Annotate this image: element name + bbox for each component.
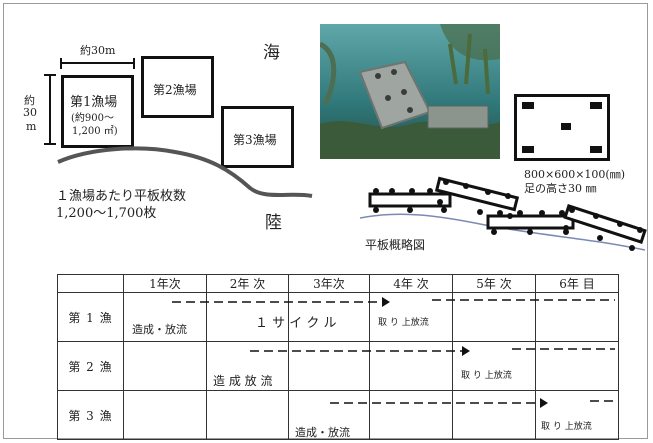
height-dimension xyxy=(44,74,56,145)
row1-year1: 造成・放流 xyxy=(123,292,207,342)
row3-year4 xyxy=(369,390,453,440)
ground1-area-2: 1,200 ㎡) xyxy=(72,126,118,137)
cycle-label: １ サ イ ク ル xyxy=(255,316,337,331)
row2-year1 xyxy=(123,341,207,391)
leg-mark-br xyxy=(590,146,602,153)
fishing-ground-2: 第2漁場 xyxy=(141,56,214,118)
ground1-name: 第1漁場 xyxy=(70,95,118,110)
sea-label: 海 xyxy=(263,43,280,63)
leg-mark-bl xyxy=(522,146,534,153)
row2-end-note: 取 り 上放流 xyxy=(461,371,512,381)
leg-mark-c xyxy=(561,123,571,130)
leg-mark-tr xyxy=(590,102,602,109)
header-year-6: 6年 目 xyxy=(535,274,619,293)
row1-arrowhead xyxy=(382,297,390,307)
height-label-1: 約 xyxy=(24,94,35,107)
land-label: 陸 xyxy=(265,213,282,233)
height-label-2: 30 xyxy=(23,106,37,119)
photo-illustration xyxy=(320,24,500,159)
plates-count: 1,200～1,700枚 xyxy=(56,206,157,221)
row2-year3 xyxy=(288,341,370,391)
fishing-ground-3: 第3漁場 xyxy=(221,106,294,168)
height-label-3: m xyxy=(26,120,37,133)
row2-start-note: 造 成 放 流 xyxy=(213,374,273,388)
row3-year6: 取 り 上放流 xyxy=(535,390,619,440)
width-label: 約30m xyxy=(80,44,116,57)
row3-year1 xyxy=(123,390,207,440)
row3-arrowhead xyxy=(540,398,548,408)
fishing-ground-1: 第1漁場 (約900～ 1,200 ㎡) xyxy=(61,75,134,148)
ground2-name: 第2漁場 xyxy=(153,83,197,97)
row2-year2: 造 成 放 流 xyxy=(206,341,289,391)
leg-mark-tl xyxy=(522,102,534,109)
row3-year2 xyxy=(206,390,289,440)
width-dimension xyxy=(60,58,135,69)
plates-per-ground: １漁場あたり平板枚数 xyxy=(56,189,187,204)
row-label-3: 第 3 漁 xyxy=(57,390,124,440)
row1-end-note: 取 り 上放流 xyxy=(378,318,429,328)
row1-start-note: 造成・放流 xyxy=(132,323,187,336)
plates-sketch xyxy=(360,176,647,251)
row3-start-note: 造成・放流 xyxy=(295,426,350,439)
schedule-row-3: 第 3 漁 造成・放流 取 り 上放流 xyxy=(57,390,619,440)
row3-year3: 造成・放流 xyxy=(288,390,370,440)
underwater-photo xyxy=(320,24,500,159)
ground3-name: 第3漁場 xyxy=(233,133,277,147)
ground1-area-1: (約900～ xyxy=(71,113,114,124)
row3-year5 xyxy=(452,390,536,440)
row2-arrowhead xyxy=(462,346,470,356)
plate-sketch-caption: 平板概略図 xyxy=(365,238,426,252)
row-label-1: 第 1 漁 xyxy=(57,292,124,342)
row3-end-note: 取 り 上放流 xyxy=(541,422,592,432)
plate-top-view xyxy=(514,94,610,161)
plate-size: 800×600×100(㎜) xyxy=(524,168,626,181)
leg-height: 足の高さ30 ㎜ xyxy=(524,182,597,195)
schedule-table: 1年次 2年 次 3年次 4年 次 5年 次 6年 目 第 1 漁 造成・放流 … xyxy=(57,274,619,440)
coastline xyxy=(57,146,313,198)
